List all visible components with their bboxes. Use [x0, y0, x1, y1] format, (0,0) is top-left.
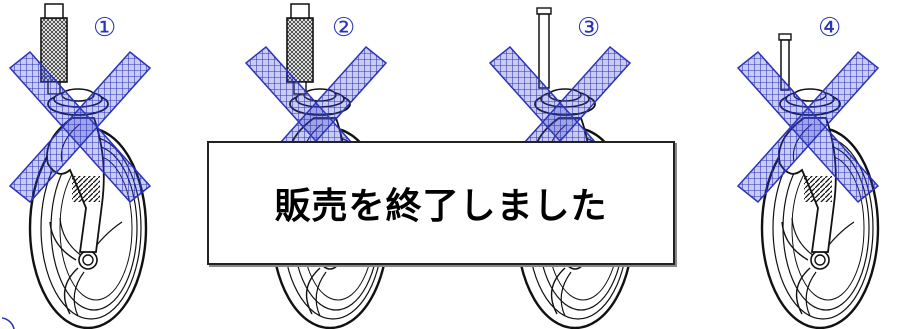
caster-number-2: ②: [332, 13, 355, 43]
discontinued-text: 販売を終了しました: [274, 186, 608, 227]
caster-number-3: ③: [577, 13, 600, 43]
partial-circle-icon: [1, 317, 15, 329]
caster-1: [9, 3, 151, 329]
caster-3: [489, 7, 635, 329]
caster-4: [737, 33, 880, 329]
caster-2: [245, 3, 390, 329]
discontinued-banner: 販売を終了しました: [207, 141, 675, 265]
caster-number-4: ④: [818, 13, 841, 43]
caster-number-1: ①: [93, 13, 116, 43]
